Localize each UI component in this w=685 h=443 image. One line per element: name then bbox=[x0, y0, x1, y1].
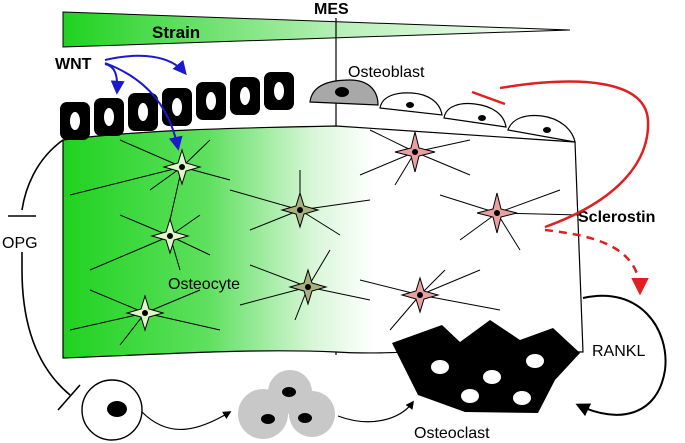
osteocyte-label: Osteocyte bbox=[168, 276, 240, 293]
osteoclast-label: Osteoclast bbox=[414, 425, 490, 442]
osteoblast-cells bbox=[309, 79, 576, 143]
rankl-label: RANKL bbox=[592, 343, 645, 360]
sclerostin-label: Sclerostin bbox=[578, 209, 655, 226]
wnt-arrows bbox=[104, 54, 187, 151]
lining-cells bbox=[60, 72, 294, 140]
osteoblast-cell-icon bbox=[507, 114, 576, 143]
differentiation-arrow-2 bbox=[337, 400, 414, 423]
fused-precursor-icon bbox=[238, 370, 335, 439]
osteoclast-cell-icon bbox=[392, 320, 580, 413]
bone-matrix bbox=[62, 125, 584, 359]
osteoblast-label: Osteoblast bbox=[348, 64, 425, 81]
rankl-arrow bbox=[575, 294, 667, 417]
strain-label: Strain bbox=[152, 23, 200, 42]
opg-label: OPG bbox=[2, 235, 38, 252]
mes-label: MES bbox=[314, 1, 349, 18]
opg-pathway bbox=[8, 139, 81, 411]
osteocyte-cells bbox=[125, 131, 518, 332]
sclerostin-inhibition bbox=[471, 80, 650, 296]
wnt-label: WNT bbox=[55, 56, 92, 73]
differentiation-arrow-1 bbox=[141, 411, 232, 431]
osteocyte-network bbox=[69, 129, 581, 346]
strain-wedge bbox=[62, 11, 571, 48]
osteoblast-cell-icon bbox=[443, 102, 507, 128]
